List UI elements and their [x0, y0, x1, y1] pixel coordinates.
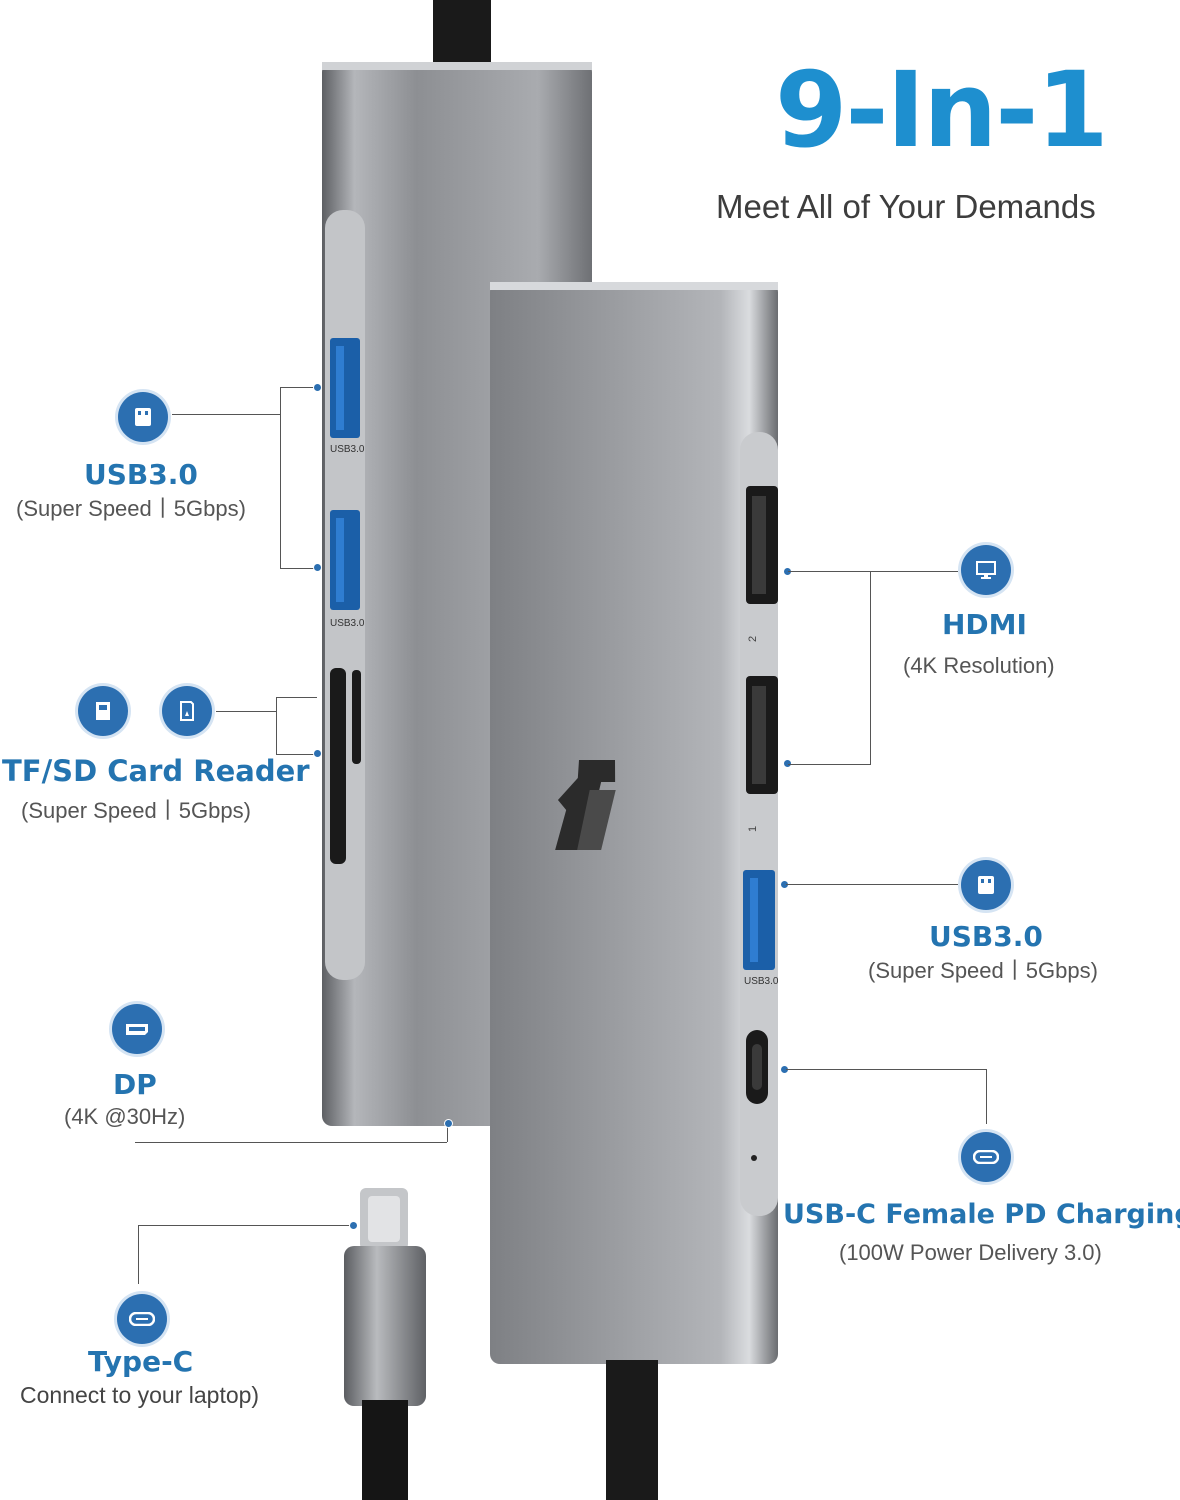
hdmi-2-label: 2 [747, 636, 759, 642]
hdmi-port-1 [746, 676, 778, 794]
usb-icon [118, 392, 168, 442]
card-dot [313, 749, 322, 758]
dp-leader [135, 1142, 447, 1143]
usb-port-2-label: USB3.0 [330, 618, 365, 629]
brand-logo [555, 760, 616, 850]
dp-dot [444, 1119, 453, 1128]
usb-right-detail: (Super Speed丨5Gbps) [868, 958, 1098, 983]
dp-title: DP [113, 1068, 157, 1101]
usb-port-1-label: USB3.0 [330, 444, 365, 455]
card-leader [216, 711, 276, 712]
usb-port-3 [743, 870, 775, 970]
sd-slot [330, 668, 346, 864]
product-subtitle: Meet All of Your Demands [716, 188, 1096, 225]
type-c-detail: Connect to your laptop) [20, 1382, 260, 1408]
usb-left-dot-2 [313, 563, 322, 572]
type-c-leader [138, 1225, 351, 1284]
sd-card-icon [78, 686, 128, 736]
hdmi-port-2 [746, 486, 778, 604]
hdmi-detail: (4K Resolution) [903, 653, 1055, 678]
usb-left-detail: (Super Speed丨5Gbps) [16, 496, 246, 521]
usb-left-title: USB3.0 [84, 458, 198, 491]
type-c-dot [349, 1221, 358, 1230]
pd-detail: (100W Power Delivery 3.0) [839, 1240, 1102, 1265]
pd-title: USB-C Female PD Charging [783, 1199, 1180, 1230]
card-reader-detail: (Super Speed丨5Gbps) [21, 798, 251, 823]
dp-detail: (4K @30Hz) [64, 1104, 186, 1129]
type-c-plug-housing [344, 1246, 426, 1406]
hdmi-dot-2 [783, 759, 792, 768]
type-c-cable [362, 1400, 408, 1500]
hdmi-leader [870, 571, 958, 572]
product-title: 9-In-1 [775, 49, 1109, 171]
tf-slot [352, 670, 361, 764]
monitor-icon [961, 545, 1011, 595]
hdmi-bracket [788, 571, 871, 765]
usb-port-3-label: USB3.0 [744, 976, 779, 987]
usb-port-1 [330, 338, 360, 438]
displayport-icon [112, 1004, 162, 1054]
hdmi-1-label: 1 [747, 826, 759, 832]
usb-right-title: USB3.0 [929, 920, 1043, 953]
usb-left-dot-1 [313, 383, 322, 392]
usb-icon [961, 860, 1011, 910]
card-bracket [276, 697, 317, 755]
pd-leader [786, 1069, 987, 1124]
right-port-strip [740, 432, 778, 1216]
cable-top [433, 0, 491, 72]
usb-right-leader [786, 884, 958, 885]
usb-c-icon [117, 1294, 167, 1344]
hdmi-title: HDMI [942, 608, 1027, 641]
type-c-title: Type-C [88, 1345, 194, 1378]
tf-card-icon [162, 686, 212, 736]
cable-bottom [606, 1360, 658, 1500]
hub-front-body [490, 282, 778, 1364]
dp-leader-up [447, 1124, 448, 1142]
usb-left-bracket [280, 387, 317, 569]
card-reader-title: TF/SD Card Reader [2, 754, 310, 788]
usb-port-2 [330, 510, 360, 610]
usb-left-leader [172, 414, 280, 415]
usb-c-icon [961, 1132, 1011, 1182]
